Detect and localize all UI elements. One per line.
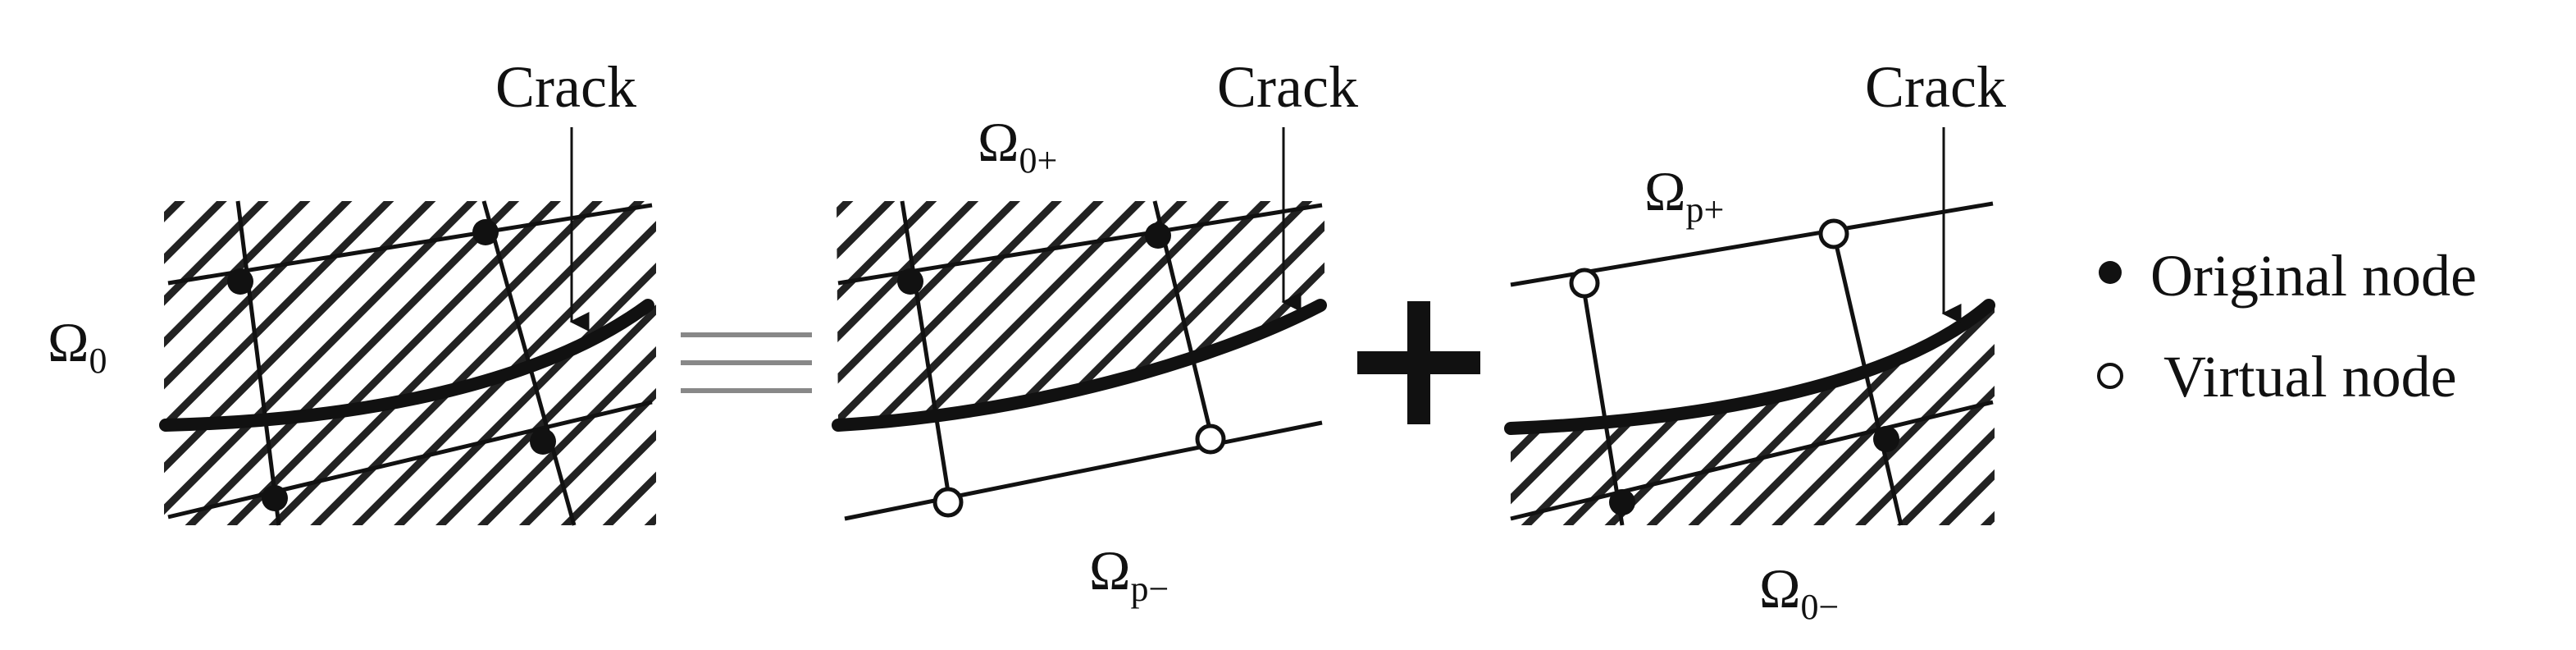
omega-0-label: Ω0 xyxy=(48,311,107,381)
omega-p-minus-label: Ωp− xyxy=(1089,539,1169,609)
virtual-node xyxy=(1195,423,1226,455)
crack-line xyxy=(1504,299,1995,435)
plus-sign xyxy=(1357,301,1480,424)
crack-line xyxy=(832,299,1327,432)
omega-0-minus-label: Ω0− xyxy=(1759,557,1839,627)
original-node xyxy=(227,268,253,295)
original-node xyxy=(897,268,923,295)
hatched-region xyxy=(1511,305,1995,525)
original-node xyxy=(530,428,556,455)
legend-virtual-node-symbol xyxy=(2097,363,2123,389)
virtual-node xyxy=(1569,268,1600,299)
legend-original-node-label: Original node xyxy=(2150,243,2477,309)
original-nodes xyxy=(1609,426,1899,515)
original-nodes xyxy=(227,219,556,511)
original-nodes xyxy=(897,222,1171,295)
virtual-node xyxy=(1818,218,1849,249)
original-node xyxy=(1609,489,1635,515)
original-node xyxy=(1145,222,1171,249)
original-node xyxy=(262,485,288,511)
legend: Original node Virtual node xyxy=(2097,243,2477,410)
panel-upper-part: Crack Ω0+ Ωp− xyxy=(832,54,1358,609)
virtual-nodes xyxy=(1569,218,1849,299)
crack-label: Crack xyxy=(1217,54,1358,120)
crack-label: Crack xyxy=(495,54,636,120)
crack-label: Crack xyxy=(1865,54,2006,120)
virtual-nodes xyxy=(932,423,1226,518)
omega-p-plus-label: Ωp+ xyxy=(1644,160,1724,230)
omega-0-plus-label: Ω0+ xyxy=(978,111,1057,181)
panel-omega-0: Crack Ω0 xyxy=(48,54,656,526)
equals-sign xyxy=(681,332,812,393)
panel-lower-part: Crack Ωp+ Ω0− xyxy=(1504,54,2006,627)
original-node xyxy=(472,219,499,245)
hatched-region xyxy=(164,201,656,525)
virtual-node xyxy=(932,487,964,518)
legend-original-node-symbol xyxy=(2099,261,2122,284)
crack-line xyxy=(159,299,654,432)
legend-virtual-node-label: Virtual node xyxy=(2163,344,2457,410)
original-node xyxy=(1873,426,1899,452)
